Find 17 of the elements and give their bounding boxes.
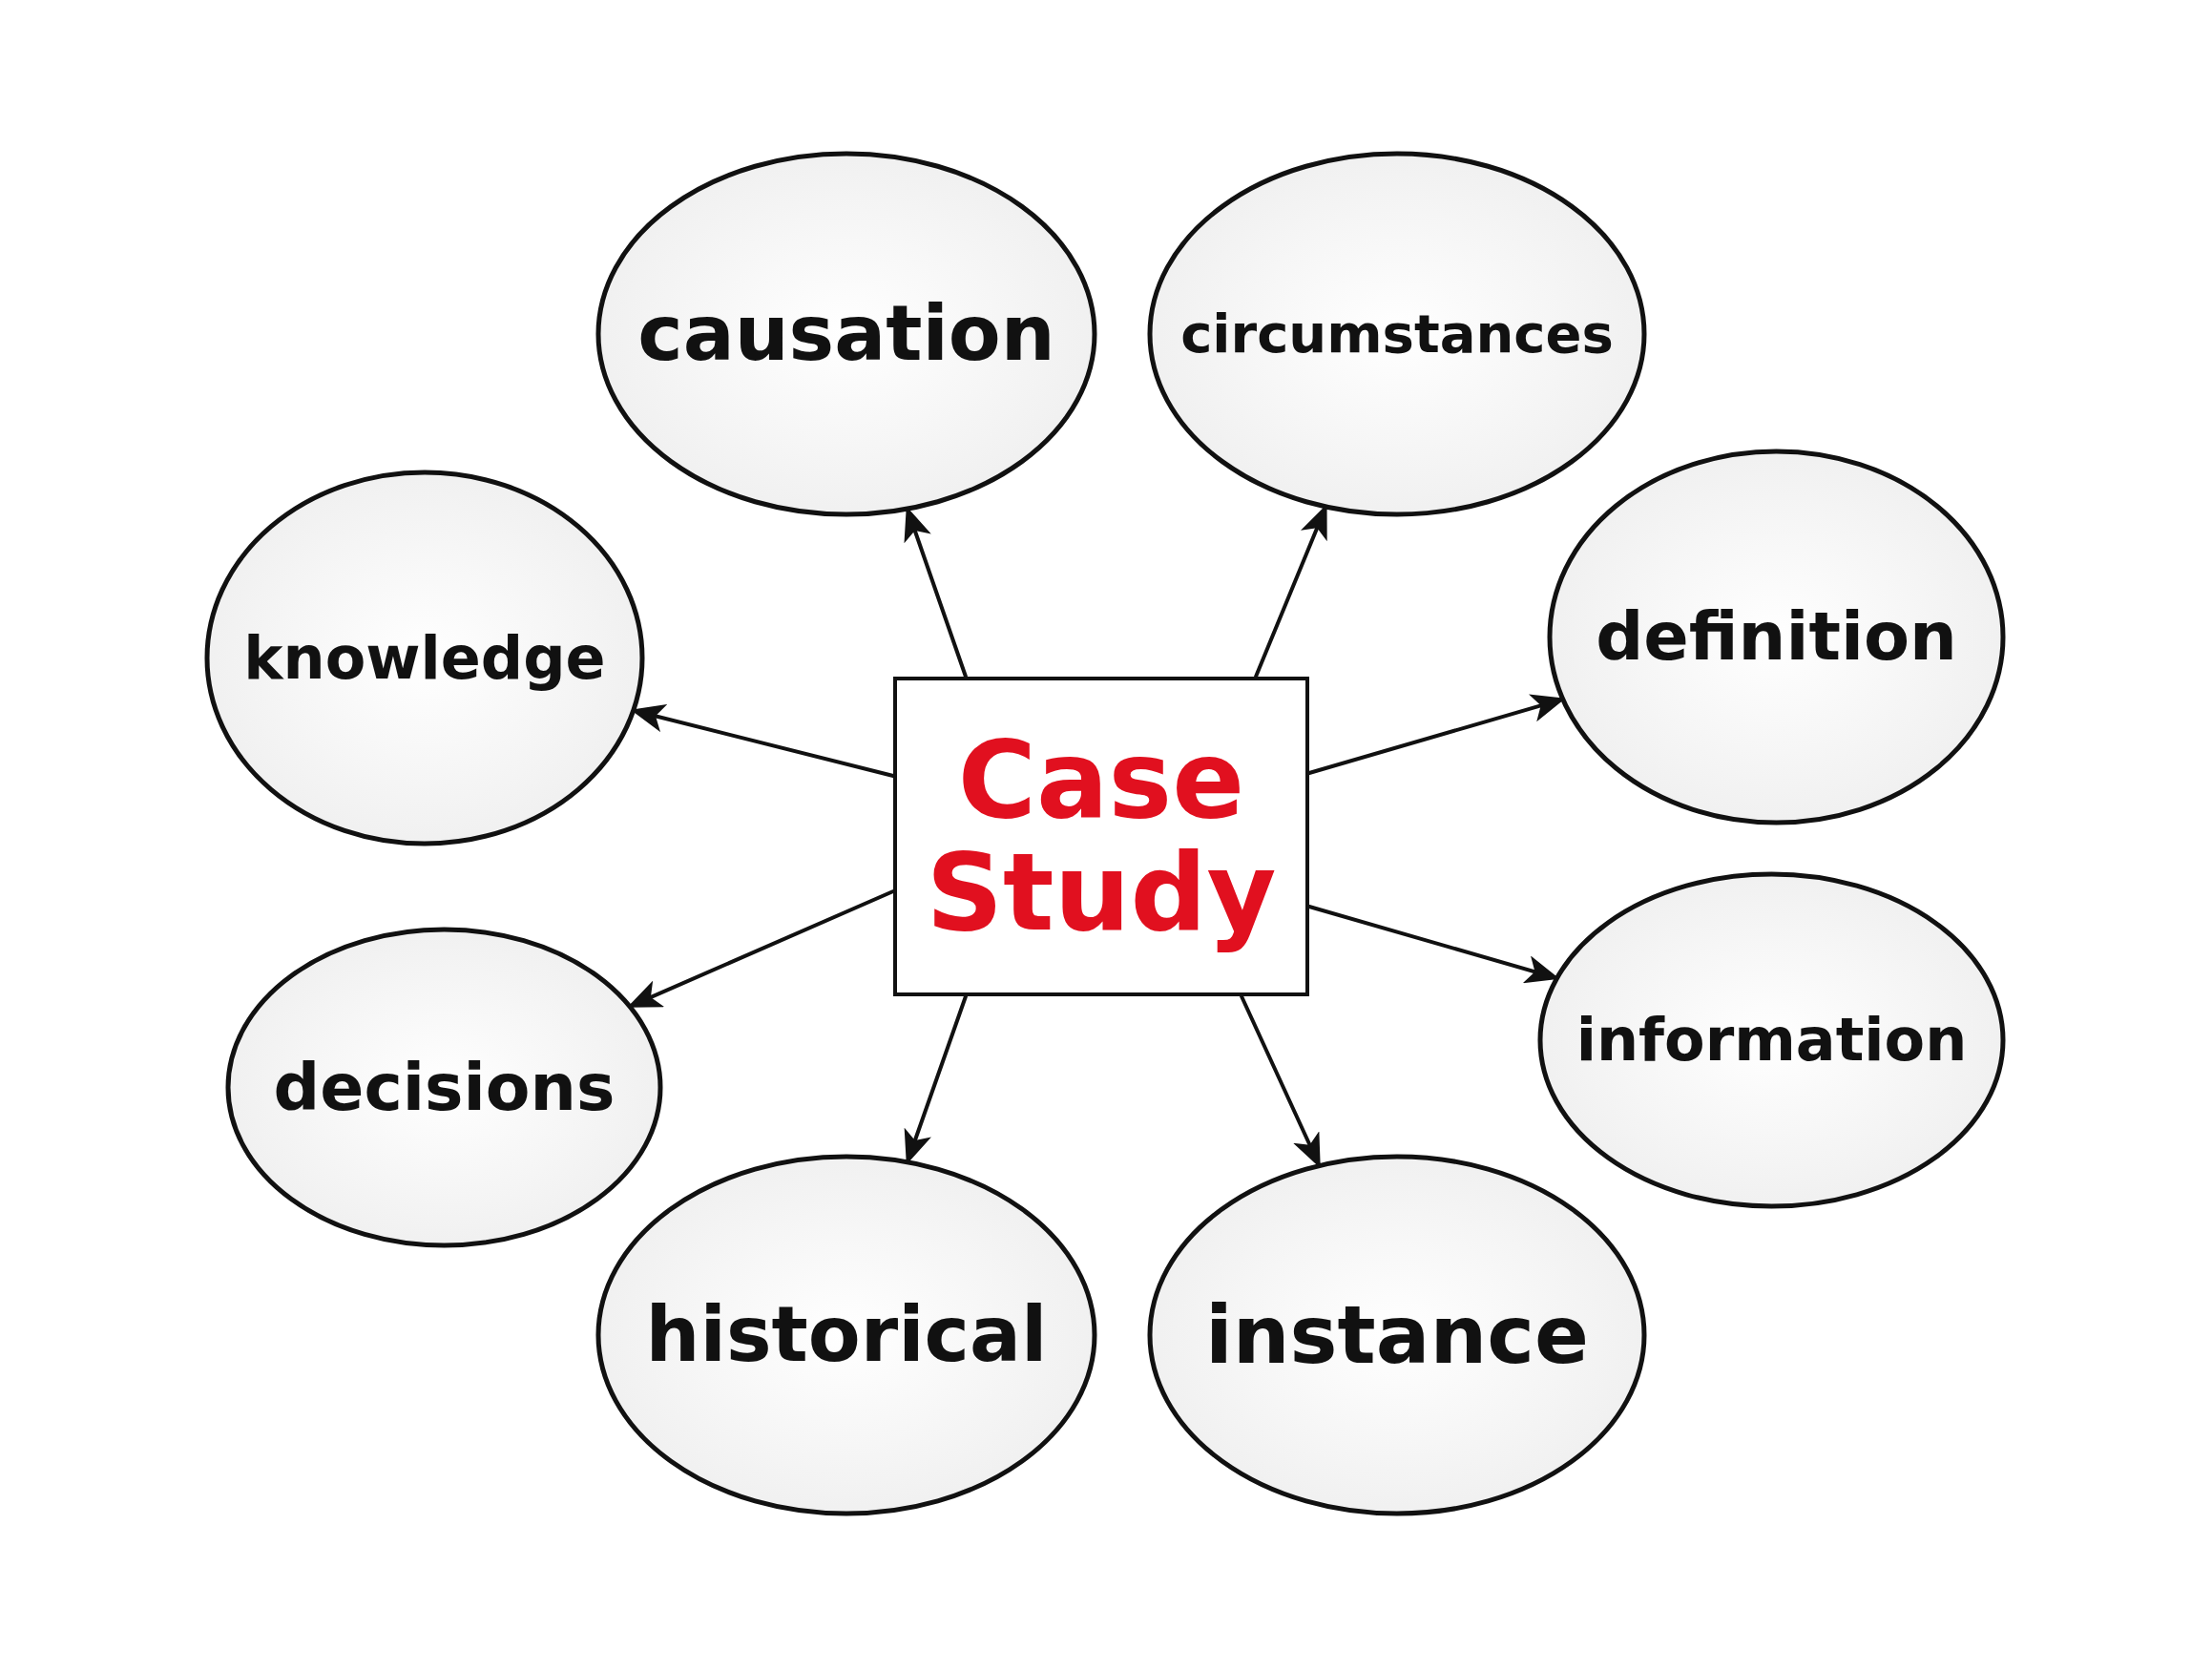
ellipse-bubble	[204, 470, 645, 846]
bubble-label: historical	[645, 1295, 1048, 1375]
ellipse-bubble	[595, 151, 1097, 517]
bubble-label: circumstances	[1180, 305, 1614, 363]
bubble-label: definition	[1596, 601, 1957, 673]
ellipse-bubble	[1537, 871, 2006, 1209]
bubble-label: decisions	[273, 1053, 616, 1122]
center-box	[893, 677, 1309, 996]
ellipse-bubble	[595, 1154, 1097, 1516]
ellipse-bubble	[1147, 1154, 1647, 1516]
bubble-label: information	[1576, 1009, 1968, 1072]
bubble-label: knowledge	[243, 626, 606, 690]
ellipse-bubble	[1547, 449, 2006, 825]
bubble-label: instance	[1205, 1292, 1589, 1378]
bubble-label: causation	[637, 294, 1055, 374]
ellipse-bubble	[225, 927, 663, 1248]
ellipse-bubble	[1147, 151, 1647, 517]
